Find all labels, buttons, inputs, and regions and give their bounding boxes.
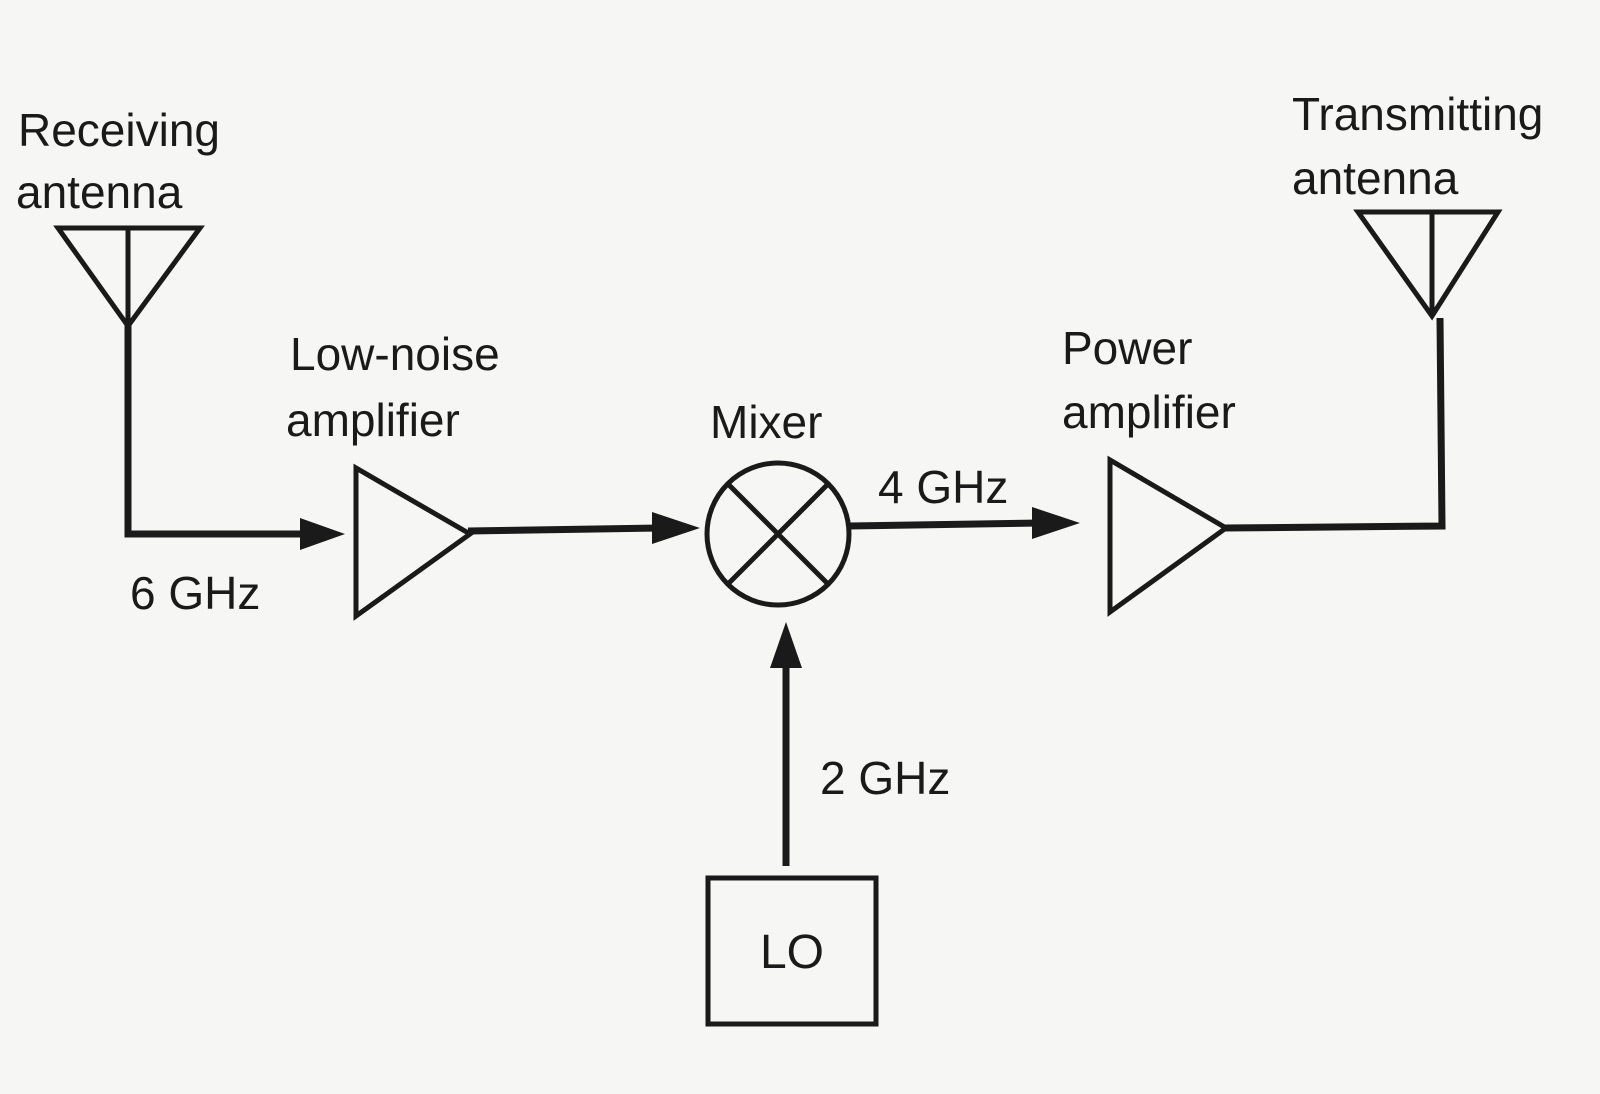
mixer-to-pa-wire xyxy=(848,519,1041,530)
lna-to-mixer-wire xyxy=(467,524,661,535)
lo-to-mixer-arrow-icon xyxy=(770,622,802,668)
mixer-icon xyxy=(704,460,852,608)
transmitting-antenna-label-line2: antenna xyxy=(1292,152,1459,204)
power-amplifier-icon xyxy=(1107,455,1231,617)
transmitting-antenna-icon xyxy=(1353,209,1503,321)
lo-frequency-label: 2 GHz xyxy=(820,752,950,804)
receiving-antenna-label-line2: antenna xyxy=(16,166,183,218)
input-frequency-label: 6 GHz xyxy=(130,567,260,619)
lna-to-mixer-arrow-icon xyxy=(652,512,700,544)
input-arrow-icon xyxy=(300,518,345,550)
power-amplifier-label-line1: Power xyxy=(1062,322,1192,374)
lna-label-line2: amplifier xyxy=(286,394,460,446)
input-wire xyxy=(124,324,305,538)
power-amplifier-label-line2: amplifier xyxy=(1062,386,1236,438)
output-wire xyxy=(1223,317,1446,532)
local-oscillator-box xyxy=(705,875,879,1027)
mixer-to-pa-arrow-icon xyxy=(1032,507,1080,539)
receiving-antenna-icon xyxy=(53,225,205,331)
receiving-antenna-label-line1: Receiving xyxy=(18,104,220,156)
lo-label: LO xyxy=(760,926,824,979)
mixer-label: Mixer xyxy=(710,396,822,448)
transmitting-antenna-label-line1: Transmitting xyxy=(1292,88,1543,140)
low-noise-amplifier-icon xyxy=(353,463,475,621)
lna-label-line1: Low-noise xyxy=(290,328,500,380)
output-frequency-label: 4 GHz xyxy=(878,461,1008,513)
